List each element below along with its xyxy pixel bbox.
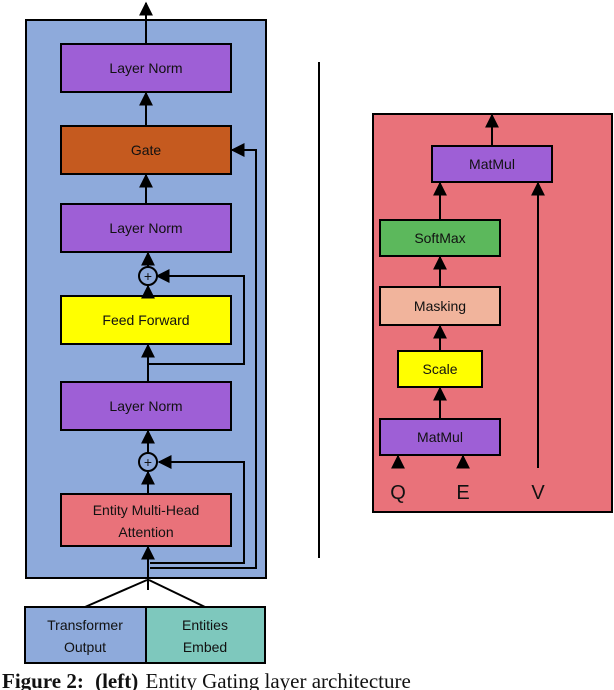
attention-label-line2: Attention: [118, 524, 173, 540]
transformer-output-box: [24, 606, 147, 664]
caption-figure-label: Figure 2:: [2, 669, 84, 690]
scale-box: [397, 350, 483, 388]
masking-box: [379, 286, 501, 326]
right-flow-arrows: [391, 113, 545, 469]
layer-norm-middle-label: Layer Norm: [109, 220, 182, 236]
left-flow-arrows: [139, 1, 155, 590]
q-label: Q: [390, 482, 406, 504]
entities-embed-line1: Entities: [182, 617, 228, 633]
softmax-box: [379, 219, 501, 257]
matmul-top-label: MatMul: [469, 156, 515, 172]
masking-label: Masking: [414, 298, 466, 314]
layer-norm-top-box: [60, 43, 232, 93]
layer-norm-bottom-label: Layer Norm: [109, 398, 182, 414]
gate-label: Gate: [131, 142, 162, 158]
add-symbol-upper: +: [144, 268, 152, 284]
transformer-output-line1: Transformer: [47, 617, 123, 633]
input-arrows: [84, 579, 206, 608]
scale-label: Scale: [422, 361, 457, 377]
entities-embed-line2: Embed: [183, 639, 227, 655]
entities-embed-box: [145, 606, 266, 664]
matmul-bottom-box: [379, 418, 501, 456]
caption-text: Entity Gating layer architecture: [146, 669, 411, 690]
v-label: V: [531, 482, 545, 504]
softmax-label: SoftMax: [414, 230, 465, 246]
matmul-top-box: [431, 145, 553, 183]
transformer-output-line2: Output: [64, 639, 106, 655]
residual-connections: [148, 143, 257, 569]
attention-box: [60, 493, 232, 547]
matmul-bottom-label: MatMul: [417, 429, 463, 445]
layer-norm-top-label: Layer Norm: [109, 60, 182, 76]
attention-label-line1: Entity Multi-Head: [93, 502, 200, 518]
figure-caption: Figure 2: (left) Entity Gating layer arc…: [2, 669, 411, 690]
feed-forward-label: Feed Forward: [102, 312, 189, 328]
caption-side: (left): [95, 669, 138, 690]
add-symbol-lower: +: [144, 454, 152, 470]
e-label: E: [456, 482, 469, 504]
layer-norm-middle-box: [60, 203, 232, 253]
layer-norm-bottom-box: [60, 381, 232, 431]
